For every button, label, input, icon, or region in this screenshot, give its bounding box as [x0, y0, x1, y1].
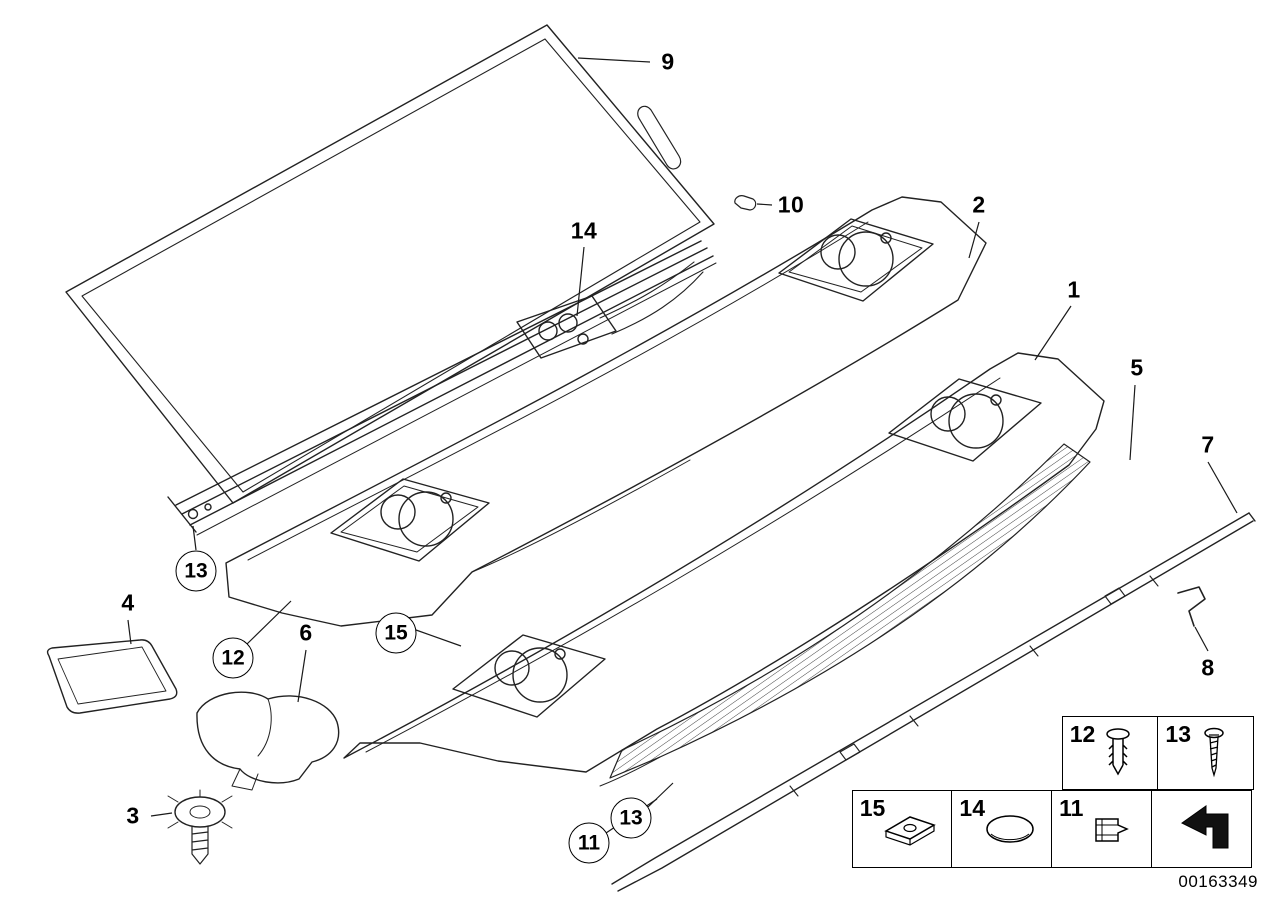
legend-number: 11: [1059, 795, 1084, 821]
legend-number: 13: [1165, 721, 1191, 747]
legend-cell-11: 11: [1051, 790, 1153, 868]
callout-7: 7: [1201, 431, 1215, 458]
trim-strip: [611, 512, 1256, 892]
callout-4: 4: [121, 589, 135, 616]
blind-drive-mechanism: [516, 261, 704, 359]
leader-line-15: [415, 629, 462, 647]
leader-line-9: [577, 57, 651, 63]
legend-cell-13: 13: [1157, 716, 1255, 790]
legend-table-row-bottom: 15 14 11: [851, 790, 1252, 868]
leader-line-8: [1194, 626, 1209, 652]
legend-number: 14: [959, 795, 985, 821]
legend-cell-14: 14: [951, 790, 1053, 868]
cover-cap-icon: [952, 791, 1051, 867]
callout-11: 11: [568, 822, 610, 864]
legend-table-row-top: 12 13: [1061, 716, 1255, 790]
expanding-rivet-part-3: [167, 789, 233, 865]
direction-arrow-icon: [1152, 791, 1251, 867]
legend-number: 15: [859, 795, 886, 821]
bracket-part-8: [1177, 586, 1206, 627]
leader-line-2: [968, 221, 980, 259]
legend-cell-direction-arrow-icon: [1150, 790, 1252, 868]
callout-8: 8: [1201, 654, 1215, 681]
callout-9: 9: [661, 48, 675, 75]
callout-13: 13: [175, 550, 217, 592]
callout-12: 12: [212, 637, 254, 679]
callout-10: 10: [777, 191, 805, 218]
bracket-part-6: [196, 691, 340, 791]
leader-line-7: [1207, 461, 1238, 514]
callout-13: 13: [610, 797, 652, 839]
leader-line-10: [756, 203, 773, 206]
callout-15: 15: [375, 612, 417, 654]
leader-line-3: [150, 812, 173, 817]
speed-nut-icon: [853, 791, 952, 867]
clip-icon: [1052, 791, 1151, 867]
callout-6: 6: [299, 619, 313, 646]
leader-line-5: [1129, 384, 1136, 461]
callout-5: 5: [1130, 354, 1144, 381]
leader-line-4: [127, 619, 132, 645]
expanding-rivet-icon: [1063, 717, 1158, 789]
leader-line-12: [246, 600, 292, 645]
diagram-number: 00163349: [1178, 872, 1258, 891]
legend-cell-15: 15: [851, 790, 953, 868]
roller-blind: [65, 24, 717, 536]
callout-14: 14: [570, 217, 598, 244]
callout-2: 2: [972, 191, 986, 218]
leader-line-6: [297, 649, 307, 703]
legend-cell-12: 12: [1061, 716, 1159, 790]
rear-shelf-lower: [343, 352, 1105, 773]
clip-part-10: [734, 195, 757, 211]
leader-line-1: [1034, 305, 1072, 361]
callout-1: 1: [1067, 276, 1081, 303]
rear-shelf-upper: [225, 196, 987, 627]
screw-icon: [1158, 717, 1253, 789]
callout-3: 3: [126, 802, 140, 829]
cover-part-4: [46, 639, 178, 714]
legend-number: 12: [1069, 721, 1096, 747]
grille-strip: [599, 443, 1091, 787]
leader-line-14: [576, 246, 585, 317]
leader-line-13: [192, 525, 197, 551]
leader-line-13: [647, 782, 674, 808]
